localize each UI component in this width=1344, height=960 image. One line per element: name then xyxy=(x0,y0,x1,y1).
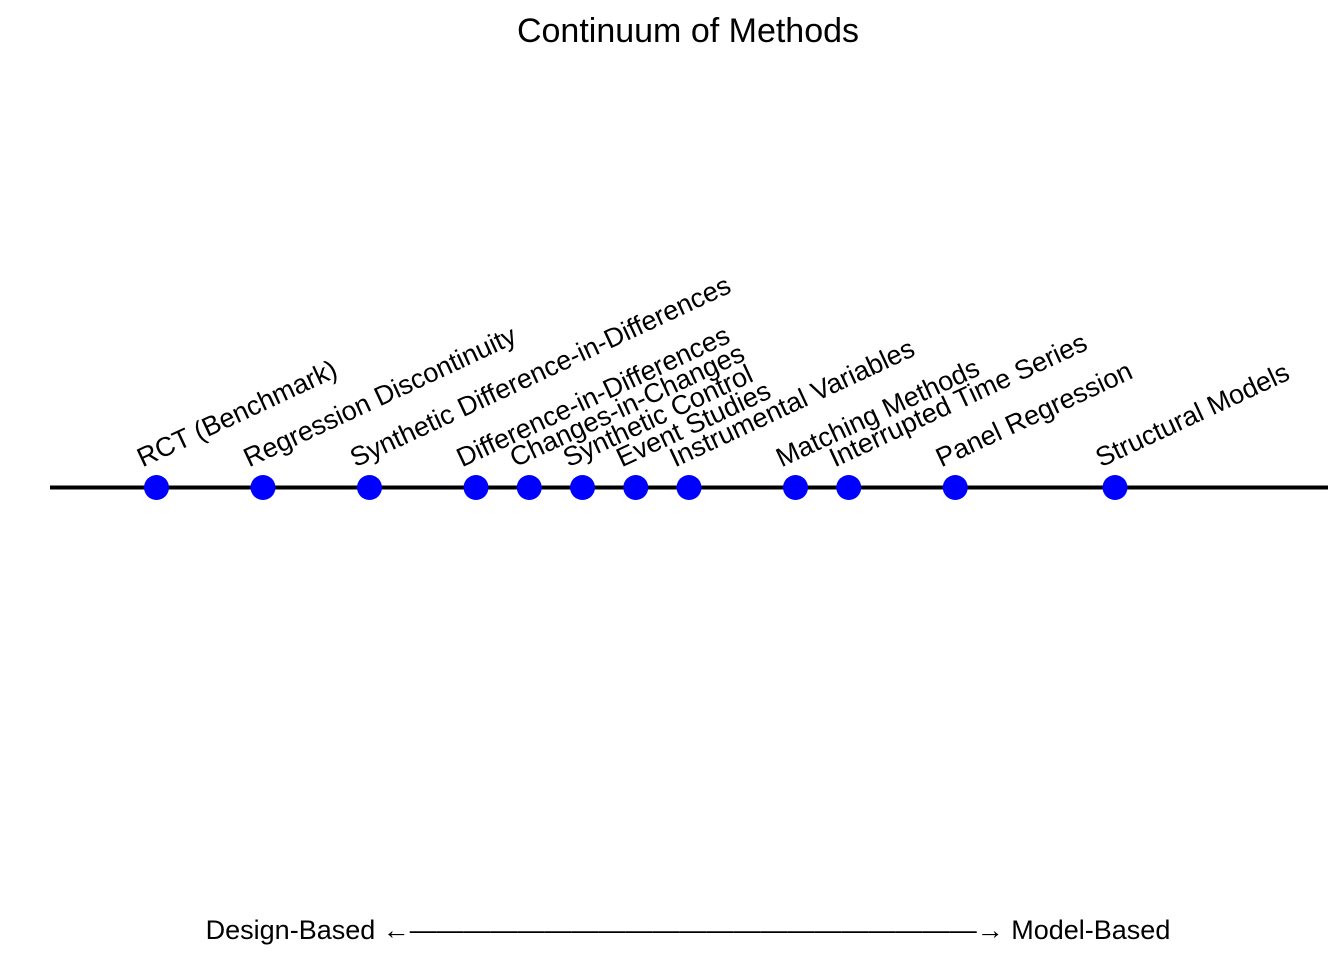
x-axis-caption: Design-Based ←—————————————————————→ Mod… xyxy=(206,915,1171,945)
method-point xyxy=(836,475,862,500)
method-points xyxy=(144,475,1128,500)
method-point xyxy=(676,475,702,500)
method-point xyxy=(463,475,489,500)
method-point xyxy=(623,475,649,500)
method-point xyxy=(942,475,968,500)
method-point xyxy=(783,475,808,500)
method-point xyxy=(516,475,542,500)
method-point xyxy=(250,475,276,500)
method-point xyxy=(357,475,382,500)
method-point xyxy=(570,475,595,500)
method-point xyxy=(1102,475,1128,500)
chart-title: Continuum of Methods xyxy=(517,12,859,50)
method-labels: RCT (Benchmark)Regression DiscontinuityS… xyxy=(132,270,1294,473)
method-point xyxy=(144,475,169,500)
